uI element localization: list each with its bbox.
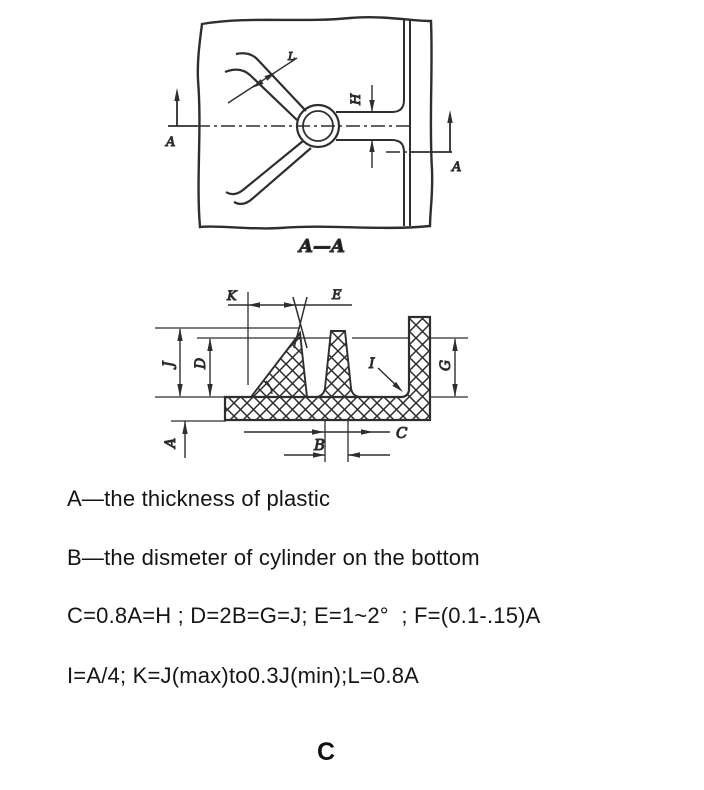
section-arrow-left bbox=[168, 88, 197, 127]
label-A-section: A bbox=[163, 438, 179, 450]
label-I: I bbox=[368, 356, 375, 372]
figure-caption: C bbox=[316, 738, 336, 766]
label-C: C bbox=[396, 424, 408, 442]
angle-arc bbox=[265, 380, 273, 395]
label-B: B bbox=[313, 436, 325, 454]
label-D: D bbox=[193, 358, 209, 370]
arrowhead-down bbox=[369, 100, 375, 112]
rib-upper-left bbox=[224, 52, 307, 121]
label-L: L bbox=[287, 50, 295, 63]
wall-edge-top bbox=[336, 20, 405, 113]
label-K: K bbox=[226, 289, 238, 304]
note-thickness: A—the thickness of plastic bbox=[67, 486, 331, 511]
note-formulas-1: C=0.8A=H ; D=2B=G=J; E=1~2° ; F=(0.1-.15… bbox=[67, 603, 541, 628]
dimension-D bbox=[207, 338, 213, 397]
label-G: G bbox=[438, 360, 454, 371]
label-J: J bbox=[161, 360, 177, 370]
extension-lines bbox=[155, 292, 468, 462]
arrowhead-up bbox=[447, 110, 453, 123]
triangle-rib bbox=[249, 330, 309, 398]
dimension-J bbox=[177, 328, 183, 397]
technical-drawing: L H A A A—A bbox=[155, 15, 468, 462]
dimension-K-E bbox=[228, 302, 352, 308]
note-diameter: B—the dismeter of cylinder on the bottom bbox=[67, 545, 480, 570]
top-view: L H A A A—A bbox=[165, 15, 462, 258]
note-formulas-2: I=A/4; K=J(max)to0.3J(min);L=0.8A bbox=[67, 663, 420, 688]
label-A-left: A bbox=[165, 135, 175, 150]
cylinder-boss bbox=[315, 330, 361, 398]
label-E: E bbox=[331, 288, 342, 303]
dimension-H bbox=[369, 85, 375, 168]
cross-section: K E J D A G B C I bbox=[155, 288, 468, 462]
rib-lower-left bbox=[225, 140, 312, 206]
arrowhead-up bbox=[369, 140, 375, 152]
label-H: H bbox=[349, 93, 364, 106]
plate-outline bbox=[196, 15, 434, 230]
arrowhead-up bbox=[174, 88, 180, 101]
base-and-wall bbox=[223, 315, 432, 422]
dimension-L bbox=[227, 57, 298, 104]
dimension-A bbox=[182, 421, 188, 458]
dimension-B bbox=[284, 452, 390, 458]
leader-I bbox=[377, 367, 403, 392]
label-A-right: A bbox=[451, 160, 461, 175]
section-arrow-right bbox=[412, 110, 453, 153]
section-line-right-dash bbox=[386, 126, 414, 153]
section-view-caption: A—A bbox=[297, 236, 345, 257]
dimension-G bbox=[452, 338, 458, 397]
dimension-C bbox=[244, 429, 390, 435]
